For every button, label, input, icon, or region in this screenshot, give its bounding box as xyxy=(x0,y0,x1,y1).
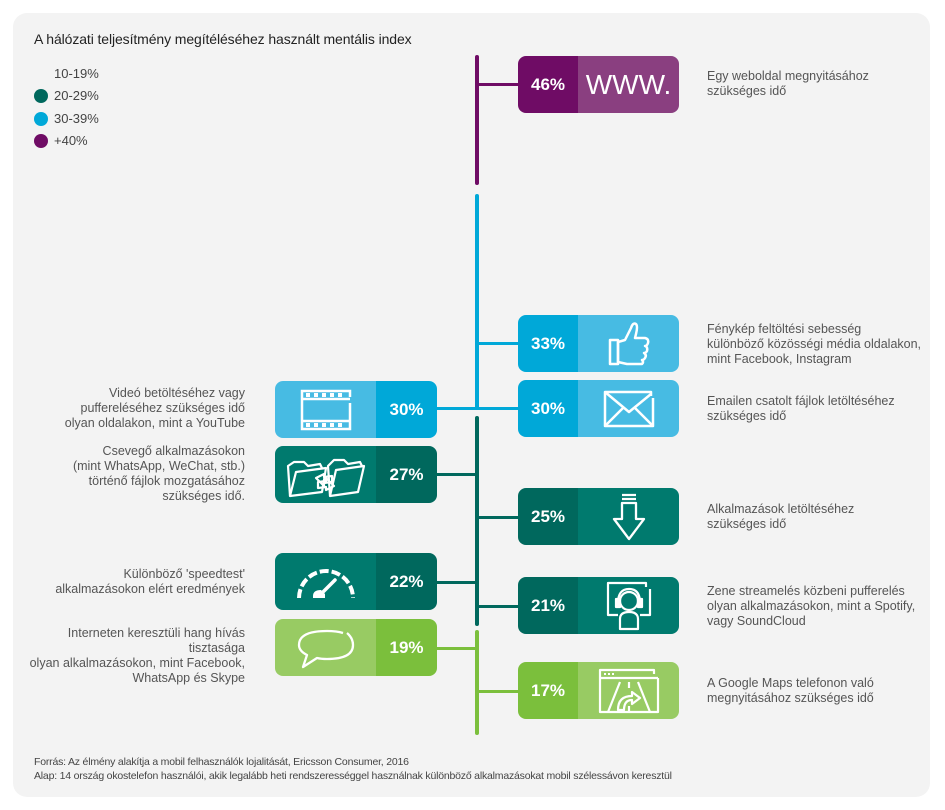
legend-item-30-39: 30-39% xyxy=(34,111,99,126)
description-voice-call: Interneten keresztüli hang hívás tisztas… xyxy=(29,626,245,685)
legend-label: +40% xyxy=(54,133,88,148)
legend-dot xyxy=(34,111,48,126)
branch-app-download xyxy=(477,516,518,519)
percent-value: 19% xyxy=(376,619,437,676)
card-email: 30% xyxy=(518,380,679,437)
footer-base: Alap: 14 ország okostelefon használói, a… xyxy=(34,770,672,782)
description-speedtest: Különböző 'speedtest' alkalmazásokon elé… xyxy=(55,567,245,596)
percent-value: 27% xyxy=(376,446,437,503)
legend-item-10-19: 10-19% xyxy=(34,66,99,81)
legend-dot xyxy=(34,67,48,81)
trunk-purple xyxy=(475,55,479,185)
legend-dot xyxy=(34,133,48,148)
card-app-download: 25% xyxy=(518,488,679,545)
legend-dot xyxy=(34,88,48,103)
trunk-blue xyxy=(475,194,479,410)
envelope-icon xyxy=(578,380,679,437)
thumbs-up-icon xyxy=(578,315,679,372)
description-app-download: Alkalmazások letöltéséhez szükséges idő xyxy=(707,502,855,531)
folder-transfer-icon xyxy=(275,446,376,503)
percent-value: 21% xyxy=(518,577,578,634)
card-voice-call: 19% xyxy=(275,619,437,676)
description-web: Egy weboldal megnyitásához szükséges idő xyxy=(707,69,869,98)
trunk-teal xyxy=(475,416,479,626)
percent-value: 30% xyxy=(518,380,578,437)
card-web: 46% WWW. xyxy=(518,56,679,113)
description-music: Zene streamelés közbeni pufferelés olyan… xyxy=(707,584,916,628)
card-photo: 33% xyxy=(518,315,679,372)
branch-speedtest xyxy=(437,581,477,584)
branch-video xyxy=(437,407,477,410)
speedometer-icon xyxy=(275,553,376,610)
infographic-panel xyxy=(13,13,930,797)
legend-item-40-plus: +40% xyxy=(34,133,88,148)
branch-maps xyxy=(477,690,518,693)
card-music: 21% xyxy=(518,577,679,634)
legend-label: 20-29% xyxy=(54,88,99,103)
card-maps: 17% xyxy=(518,662,679,719)
branch-email xyxy=(477,407,518,410)
card-video: 30% xyxy=(275,381,437,438)
footer-source: Forrás: Az élmény alakítja a mobil felha… xyxy=(34,756,409,768)
speech-bubble-icon xyxy=(275,619,376,676)
percent-value: 25% xyxy=(518,488,578,545)
description-photo: Fénykép feltöltési sebesség különböző kö… xyxy=(707,322,922,366)
branch-voice-call xyxy=(437,647,477,650)
description-video: Videó betöltéséhez vagy puffereléséhez s… xyxy=(64,386,245,430)
chart-title: A hálózati teljesítmény megítéléséhez ha… xyxy=(34,31,412,47)
description-maps: A Google Maps telefonon való megnyitásáh… xyxy=(707,676,874,705)
description-chat-files: Csevegő alkalmazásokon (mint WhatsApp, W… xyxy=(72,444,245,503)
percent-value: 30% xyxy=(376,381,437,438)
percent-value: 22% xyxy=(376,553,437,610)
branch-music xyxy=(477,605,518,608)
film-strip-icon xyxy=(275,381,376,438)
www-icon: WWW. xyxy=(578,56,679,113)
percent-value: 46% xyxy=(518,56,578,113)
headphones-person-icon xyxy=(578,577,679,634)
branch-web xyxy=(477,83,518,86)
branch-chat-files xyxy=(437,473,477,476)
percent-value: 33% xyxy=(518,315,578,372)
legend-label: 30-39% xyxy=(54,111,99,126)
branch-photo xyxy=(477,342,518,345)
percent-value: 17% xyxy=(518,662,578,719)
description-email: Emailen csatolt fájlok letöltéséhez szük… xyxy=(707,394,895,423)
card-speedtest: 22% xyxy=(275,553,437,610)
legend-item-20-29: 20-29% xyxy=(34,88,99,103)
download-arrow-icon xyxy=(578,488,679,545)
map-navigation-icon xyxy=(578,662,679,719)
legend-label: 10-19% xyxy=(54,66,99,81)
card-chat-files: 27% xyxy=(275,446,437,503)
trunk-green xyxy=(475,630,479,735)
